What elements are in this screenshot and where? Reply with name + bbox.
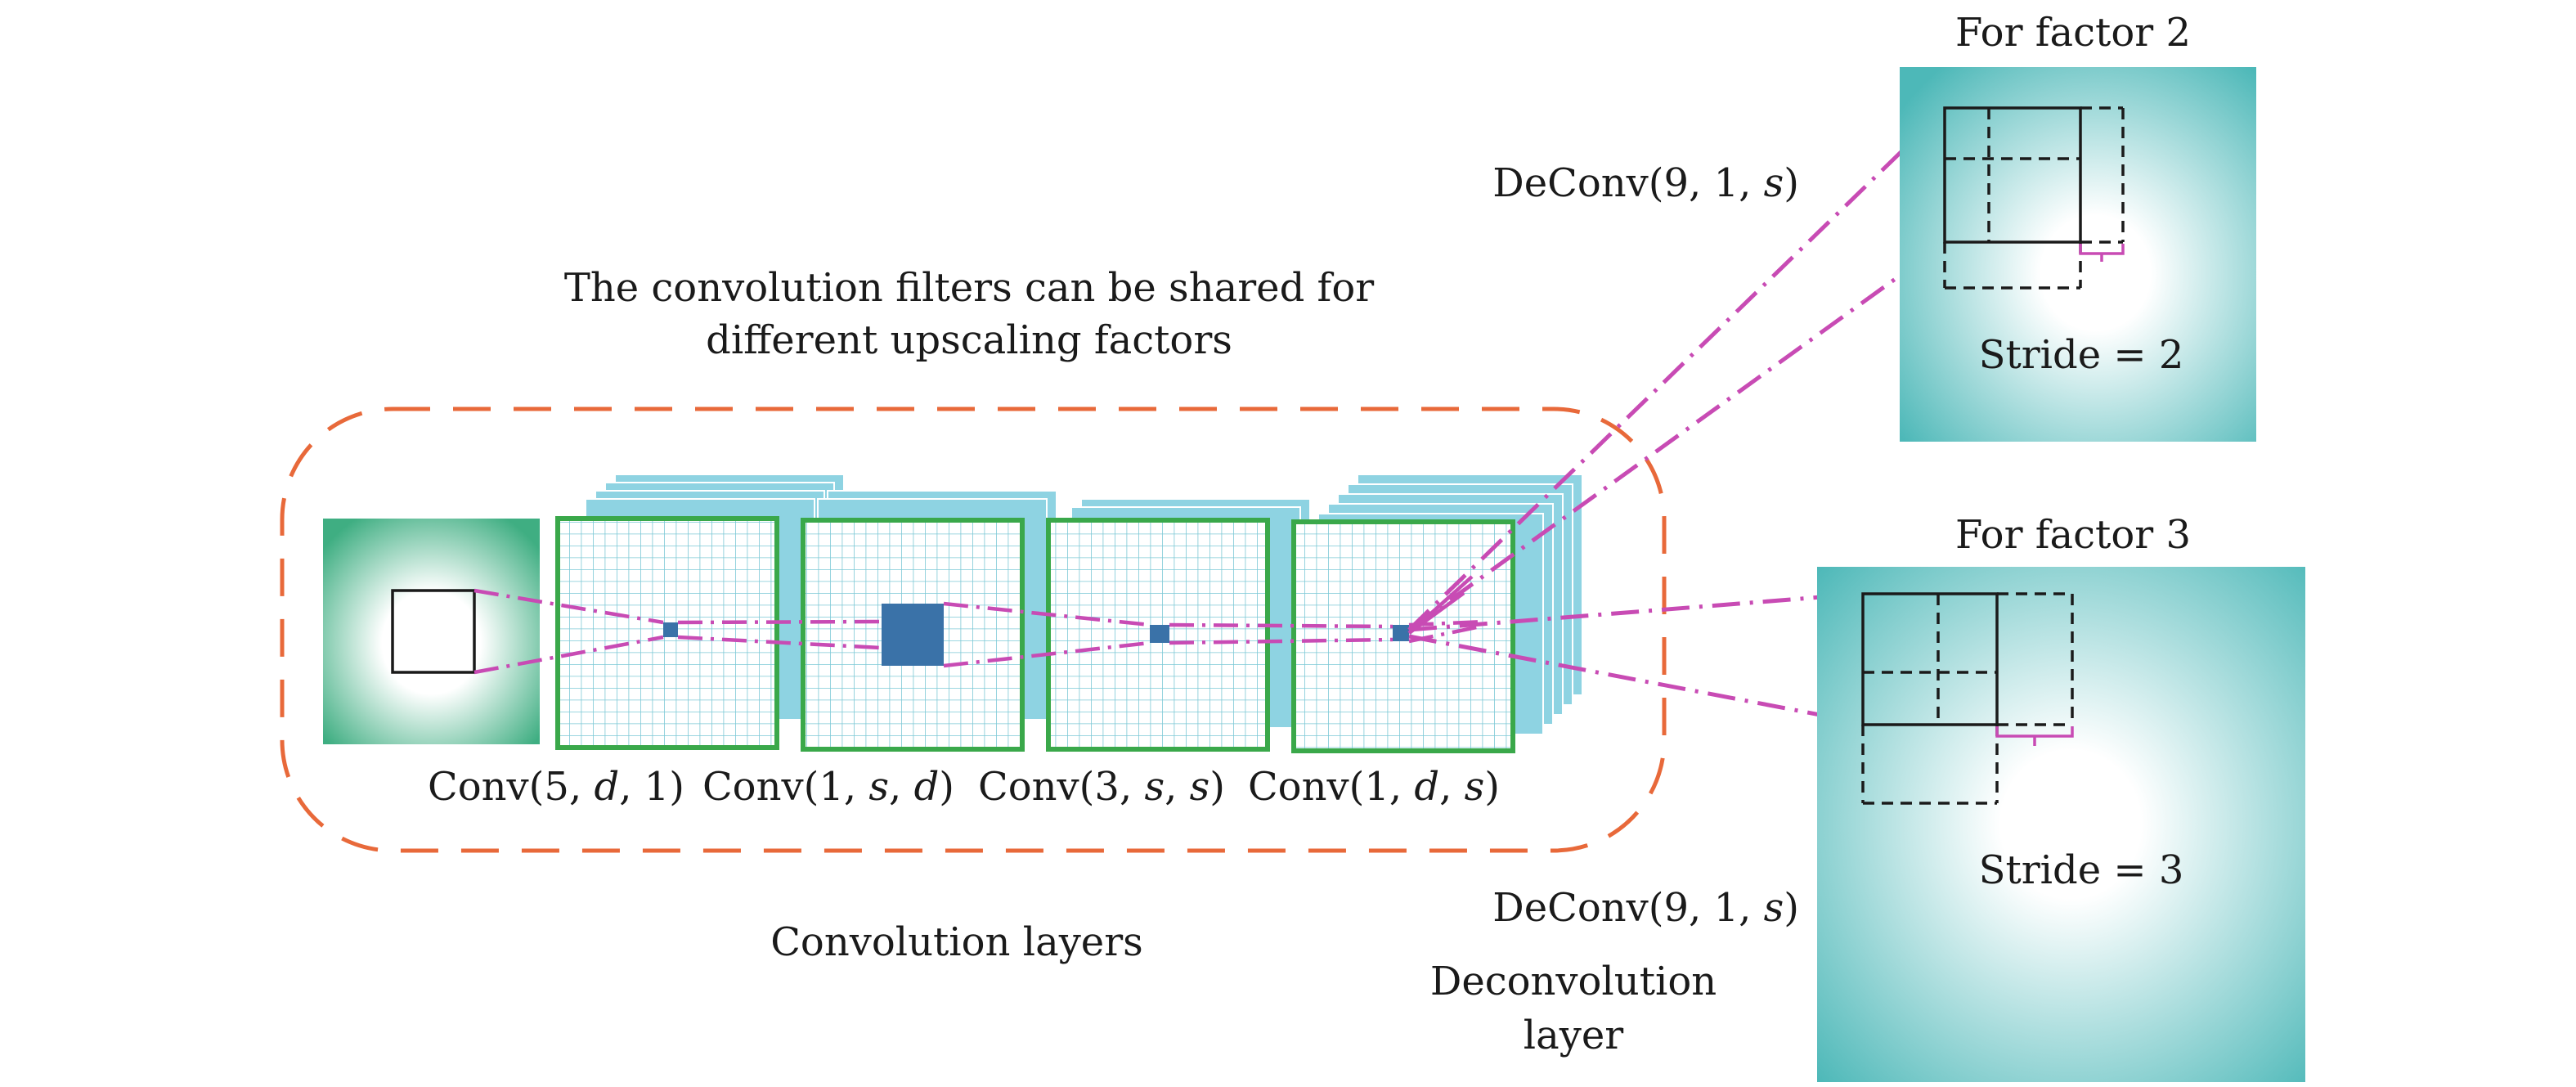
deconvolution-label-line1: Deconvolution xyxy=(1430,959,1717,1004)
deconv-label-top-text: DeConv(9, 1, s) xyxy=(1492,160,1799,206)
input-patch xyxy=(391,589,476,674)
deconv-label-bottom: DeConv(9, 1, s) xyxy=(1492,885,1799,931)
factor2-stride: Stride = 2 xyxy=(1979,332,2184,378)
conv-layer-label-2: Conv(1, s, d) xyxy=(702,764,954,810)
feature-stack-2 xyxy=(801,490,1057,752)
input-image xyxy=(323,519,540,744)
factor2-stride-diagram xyxy=(1943,106,2125,290)
factor2-title: For factor 2 xyxy=(1955,10,2191,56)
conv-layer-label-1: Conv(5, d, 1) xyxy=(428,764,684,810)
conv-layer-label-4: Conv(1, d, s) xyxy=(1248,764,1500,810)
deconv-label-bottom-text: DeConv(9, 1, s) xyxy=(1492,885,1799,931)
deconv-connectors xyxy=(1407,106,1948,725)
deconvolution-label-line2: layer xyxy=(1524,1013,1623,1058)
filter-square-4 xyxy=(1393,625,1409,641)
deconv-label-top: DeConv(9, 1, s) xyxy=(1492,160,1799,206)
filter-square-2 xyxy=(882,604,944,666)
shared-filters-note-line1: The convolution filters can be shared fo… xyxy=(564,265,1374,311)
factor3-title: For factor 3 xyxy=(1955,512,2191,558)
factor3-stride-diagram xyxy=(1861,592,2074,805)
feature-stack-4 xyxy=(1291,474,1583,753)
shared-filters-note-line2: different upscaling factors xyxy=(706,317,1232,363)
factor3-stride: Stride = 3 xyxy=(1979,847,2184,893)
conv-layer-label-3: Conv(3, s, s) xyxy=(978,764,1225,810)
factor3-output-image xyxy=(1817,567,2305,1082)
filter-square-3 xyxy=(1150,625,1169,643)
filter-square-1 xyxy=(663,622,678,637)
shared-filters-boundary xyxy=(280,407,1667,853)
conv-layer-labels: Conv(5, d, 1) Conv(1, s, d) Conv(3, s, s) C… xyxy=(428,764,1500,810)
factor2-output-image xyxy=(1900,67,2256,442)
convolution-layers-label: Convolution layers xyxy=(770,919,1143,965)
